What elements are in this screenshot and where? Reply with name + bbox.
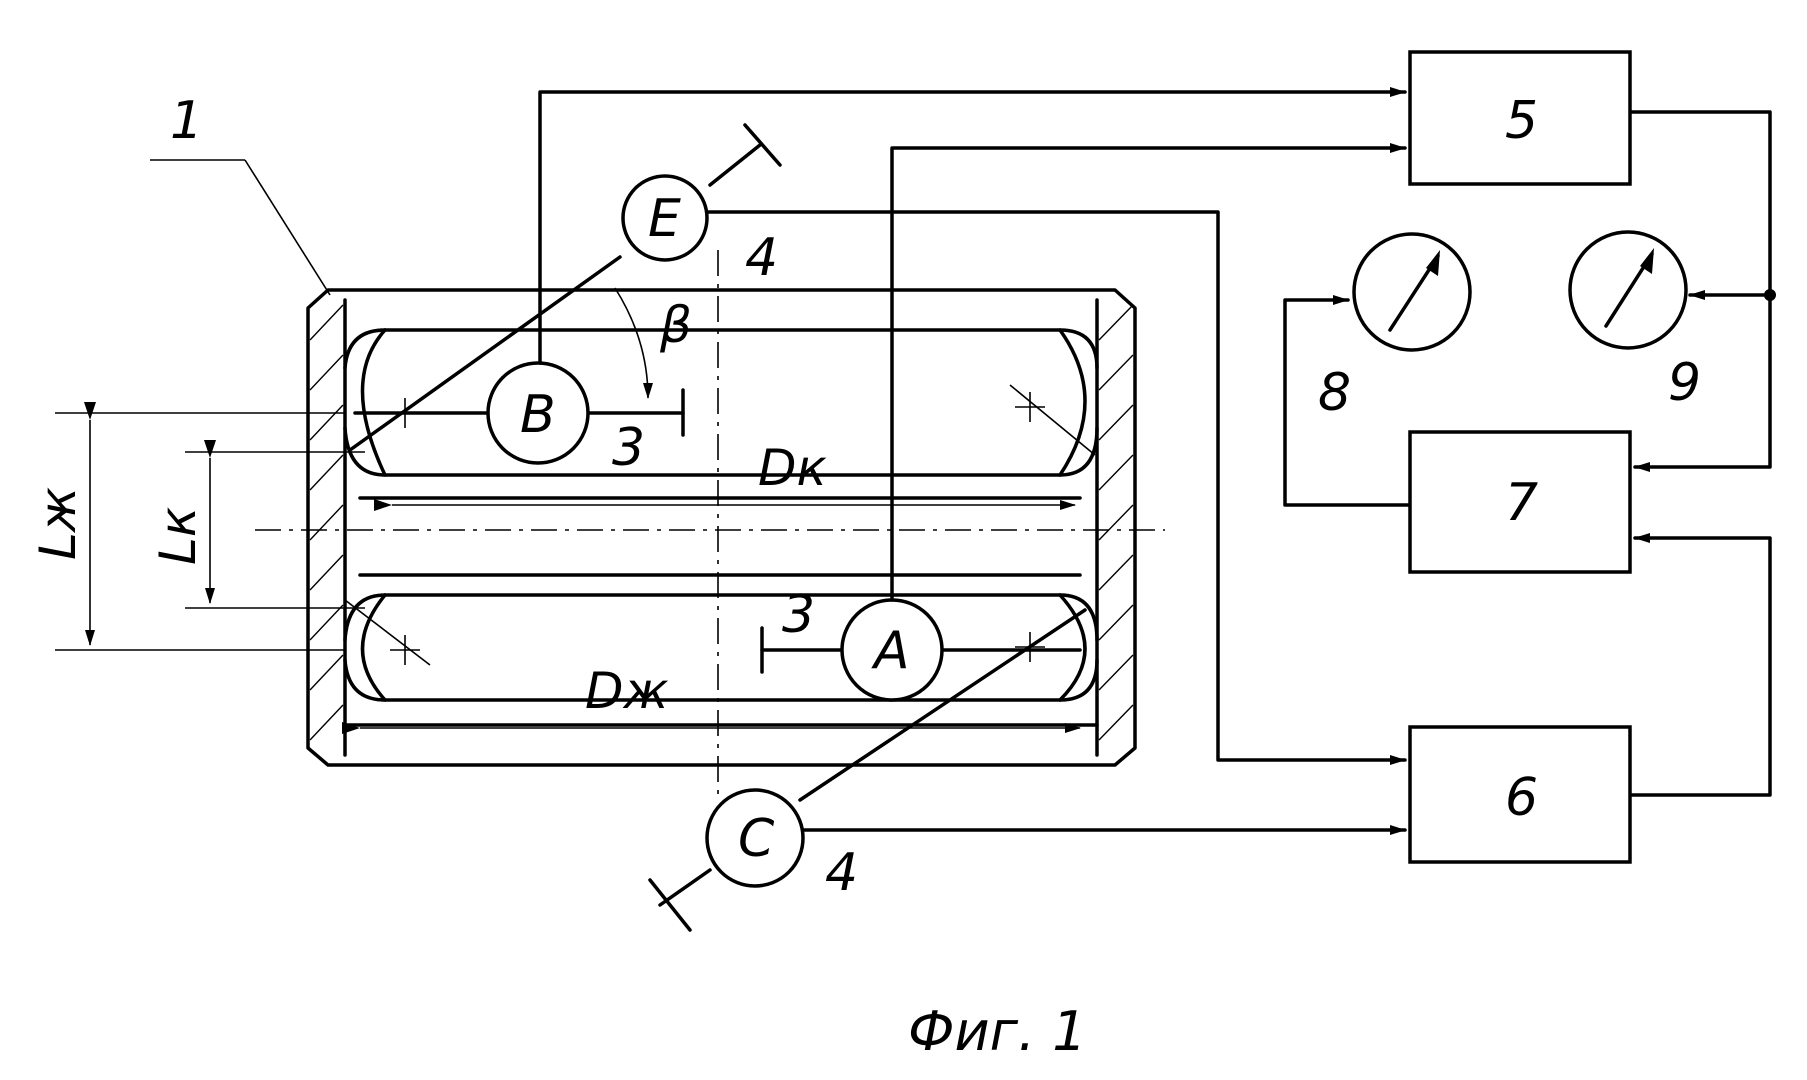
sensor-a-ref: 3 xyxy=(782,585,815,645)
part-label-1: 1 xyxy=(150,91,330,295)
l-zh-label: Lж xyxy=(29,487,87,560)
sensor-e-ref: 4 xyxy=(745,228,778,288)
l-k-label: Lк xyxy=(149,507,207,565)
sensor-a-letter: A xyxy=(871,621,910,681)
angle-beta: β xyxy=(615,288,692,398)
block-6: 6 xyxy=(1410,727,1630,862)
sensor-e-letter: E xyxy=(648,189,681,249)
sensor-b-ref: 3 xyxy=(612,418,645,478)
part-number: 1 xyxy=(170,91,203,151)
sensor-a: A 3 xyxy=(762,585,1080,700)
sensor-b-letter: B xyxy=(520,385,556,445)
block-5-label: 5 xyxy=(1505,91,1538,151)
d-k-label: Dк xyxy=(758,439,827,497)
sensor-c-ref: 4 xyxy=(825,843,858,903)
block-6-label: 6 xyxy=(1505,768,1538,828)
block-7-label: 7 xyxy=(1505,473,1538,533)
gauge-9: 9 xyxy=(1570,232,1701,413)
sensor-c-letter: C xyxy=(738,809,775,869)
d-zh-label: Dж xyxy=(585,662,669,720)
block-5: 5 xyxy=(1410,52,1630,184)
workpiece xyxy=(255,250,1165,800)
right-wall-hatching xyxy=(1099,305,1133,740)
centre-marks xyxy=(345,385,1095,665)
figure-caption: Фиг. 1 xyxy=(908,1000,1087,1063)
gauge-8-label: 8 xyxy=(1318,363,1351,423)
beta-label: β xyxy=(659,296,692,354)
gauge-8: 8 xyxy=(1318,234,1470,423)
gauge-9-label: 9 xyxy=(1668,353,1701,413)
block-7: 7 xyxy=(1410,432,1630,572)
left-wall-hatching xyxy=(310,305,343,740)
